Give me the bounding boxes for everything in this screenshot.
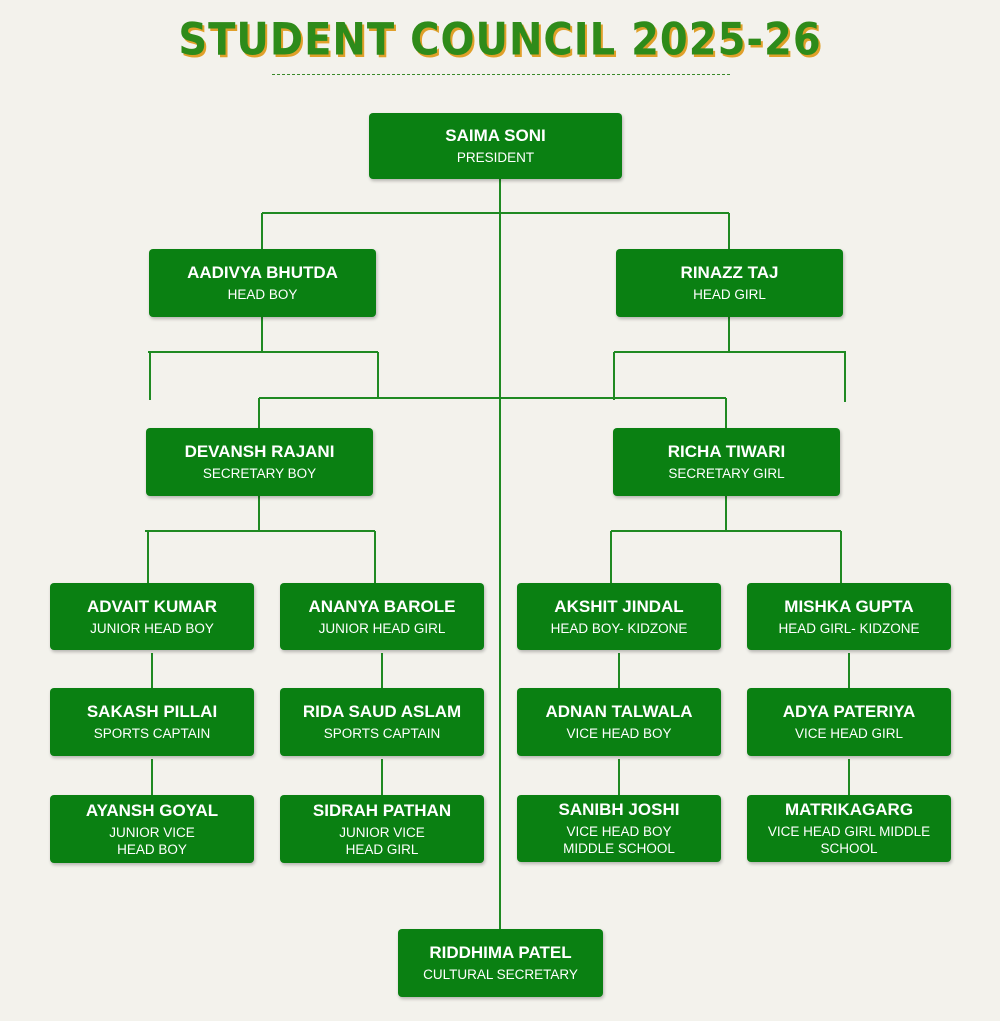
vice-head-boy-middle-role: VICE HEAD BOY MIDDLE SCHOOL	[563, 824, 675, 856]
vice-head-girl-middle-box: MATRIKAGARG VICE HEAD GIRL MIDDLE SCHOOL	[747, 795, 951, 862]
vice-head-girl-role: VICE HEAD GIRL	[794, 726, 904, 741]
head-boy-box: AADIVYA BHUTDA HEAD BOY	[149, 249, 376, 317]
junior-vice-head-boy-name: AYANSH GOYAL	[85, 800, 219, 820]
head-girl-role: HEAD GIRL	[693, 287, 766, 302]
secretary-girl-box: RICHA TIWARI SECRETARY GIRL	[613, 428, 840, 496]
head-boy-kidzone-role: HEAD BOY- KIDZONE	[550, 620, 688, 636]
vice-head-girl-name: ADYA PATERIYA	[782, 702, 916, 721]
vice-head-boy-name: ADNAN TALWALA	[545, 702, 693, 721]
secretary-boy-box: DEVANSH RAJANI SECRETARY BOY	[146, 428, 373, 496]
secretary-boy-name: DEVANSH RAJANI	[184, 442, 335, 461]
vice-head-girl-middle-role: VICE HEAD GIRL MIDDLE SCHOOL	[767, 824, 931, 856]
sports-captain-boy-name: SAKASH PILLAI	[86, 702, 218, 721]
head-boy-role: HEAD BOY	[227, 287, 298, 302]
junior-head-girl-role: JUNIOR HEAD GIRL	[318, 620, 446, 636]
sports-captain-boy-box: SAKASH PILLAI SPORTS CAPTAIN	[50, 688, 254, 756]
vice-head-girl-middle-name: MATRIKAGARG	[784, 800, 914, 819]
page-title: STUDENT COUNCIL 2025-26	[178, 14, 822, 66]
secretary-girl-name: RICHA TIWARI	[667, 442, 786, 461]
junior-head-girl-box: ANANYA BAROLE JUNIOR HEAD GIRL	[280, 583, 484, 650]
junior-vice-head-girl-name: SIDRAH PATHAN	[312, 800, 452, 820]
title-divider	[272, 74, 730, 75]
head-girl-kidzone-name: MISHKA GUPTA	[784, 596, 914, 616]
head-boy-name: AADIVYA BHUTDA	[187, 263, 338, 282]
head-boy-kidzone-box: AKSHIT JINDAL HEAD BOY- KIDZONE	[517, 583, 721, 650]
junior-vice-head-girl-box: SIDRAH PATHAN JUNIOR VICE HEAD GIRL	[280, 795, 484, 863]
head-girl-kidzone-role: HEAD GIRL- KIDZONE	[778, 620, 920, 636]
vice-head-boy-box: ADNAN TALWALA VICE HEAD BOY	[517, 688, 721, 756]
junior-vice-head-girl-role: JUNIOR VICE HEAD GIRL	[339, 824, 425, 857]
vice-head-boy-role: VICE HEAD BOY	[566, 726, 672, 741]
cultural-secretary-box: RIDDHIMA PATEL CULTURAL SECRETARY	[398, 929, 603, 997]
cultural-secretary-role: CULTURAL SECRETARY	[423, 967, 578, 982]
sports-captain-girl-name: RIDA SAUD ASLAM	[302, 702, 462, 721]
sports-captain-boy-role: SPORTS CAPTAIN	[93, 726, 211, 741]
president-name: SAIMA SONI	[445, 126, 546, 145]
head-boy-kidzone-name: AKSHIT JINDAL	[554, 596, 684, 616]
president-box: SAIMA SONI PRESIDENT	[369, 113, 622, 179]
junior-vice-head-boy-role: JUNIOR VICE HEAD BOY	[109, 824, 195, 857]
junior-head-boy-role: JUNIOR HEAD BOY	[90, 620, 214, 636]
junior-head-girl-name: ANANYA BAROLE	[308, 596, 456, 616]
head-girl-kidzone-box: MISHKA GUPTA HEAD GIRL- KIDZONE	[747, 583, 951, 650]
vice-head-boy-middle-box: SANIBH JOSHI VICE HEAD BOY MIDDLE SCHOOL	[517, 795, 721, 862]
sports-captain-girl-box: RIDA SAUD ASLAM SPORTS CAPTAIN	[280, 688, 484, 756]
head-girl-name: RINAZZ TAJ	[680, 263, 779, 282]
junior-vice-head-boy-box: AYANSH GOYAL JUNIOR VICE HEAD BOY	[50, 795, 254, 863]
head-girl-box: RINAZZ TAJ HEAD GIRL	[616, 249, 843, 317]
junior-head-boy-name: ADVAIT KUMAR	[86, 596, 217, 616]
sports-captain-girl-role: SPORTS CAPTAIN	[323, 726, 441, 741]
junior-head-boy-box: ADVAIT KUMAR JUNIOR HEAD BOY	[50, 583, 254, 650]
secretary-girl-role: SECRETARY GIRL	[668, 466, 785, 481]
vice-head-boy-middle-name: SANIBH JOSHI	[558, 800, 680, 819]
president-role: PRESIDENT	[456, 150, 535, 165]
secretary-boy-role: SECRETARY BOY	[202, 466, 317, 481]
vice-head-girl-box: ADYA PATERIYA VICE HEAD GIRL	[747, 688, 951, 756]
cultural-secretary-name: RIDDHIMA PATEL	[429, 943, 572, 962]
